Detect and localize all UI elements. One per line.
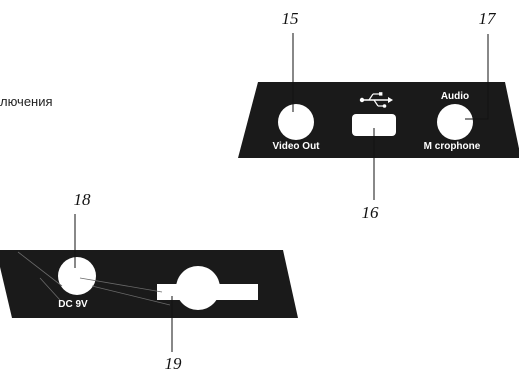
audio-label: Audio bbox=[441, 91, 469, 102]
callout-17: 17 bbox=[479, 9, 498, 28]
body-text-fragment: лючения bbox=[0, 94, 53, 109]
usb-port bbox=[352, 114, 396, 136]
leader-17 bbox=[465, 34, 489, 120]
video-out-label: Video Out bbox=[272, 141, 320, 152]
callout-16: 16 bbox=[362, 203, 380, 222]
card-slot-opening bbox=[157, 266, 258, 310]
callout-19: 19 bbox=[165, 354, 183, 373]
bottom-guide-lines bbox=[17, 251, 171, 306]
dc-9v-port bbox=[58, 257, 96, 295]
microphone-label: M crophone bbox=[424, 141, 481, 152]
dc-9v-label: DC 9V bbox=[58, 299, 88, 310]
callout-15: 15 bbox=[282, 9, 299, 28]
usb-icon bbox=[359, 92, 393, 108]
video-out-port bbox=[278, 104, 314, 140]
callout-18: 18 bbox=[74, 190, 92, 209]
audio-microphone-port bbox=[437, 104, 473, 140]
